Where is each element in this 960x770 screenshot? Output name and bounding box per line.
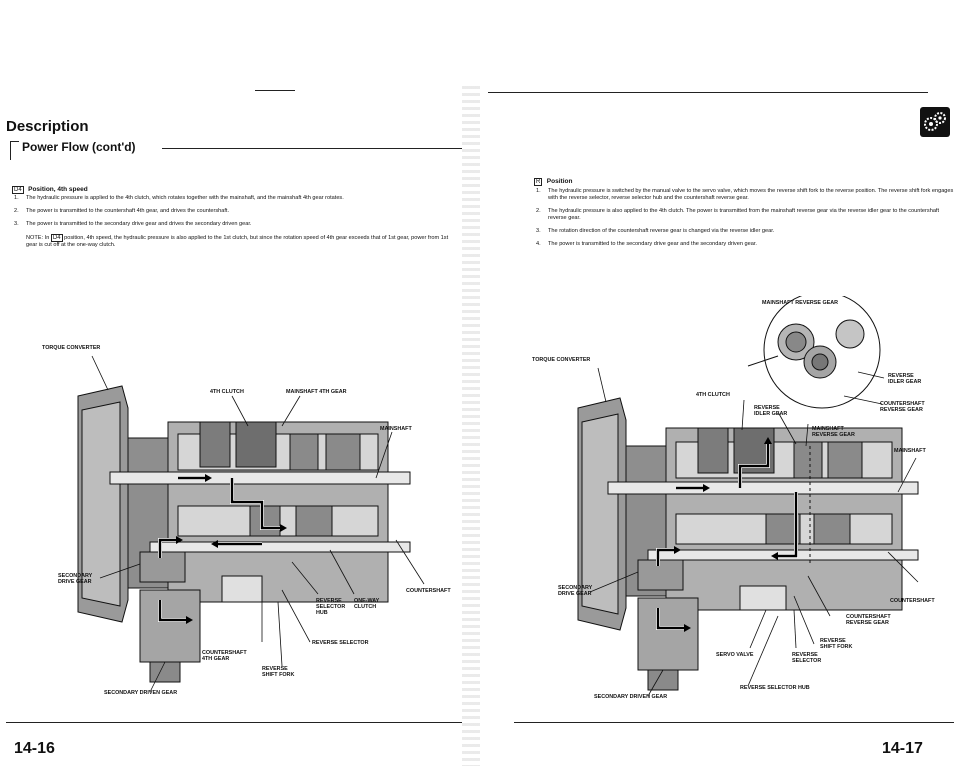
gears-icon	[924, 112, 946, 131]
list-item: 1. The hydraulic pressure is switched by…	[536, 188, 954, 201]
list-item: 3. The rotation direction of the counter…	[536, 228, 775, 234]
label-reverse-idler-gear: REVERSE IDLER GEAR	[754, 405, 788, 417]
label-secondary-driven-gear: SECONDARY DRIVEN GEAR	[594, 694, 668, 700]
section-tab	[920, 107, 950, 137]
label-mainshaft: MAINSHAFT	[894, 448, 926, 454]
label-mainshaft-reverse-gear: MAINSHAFT REVERSE GEAR	[762, 300, 839, 306]
section-title: Description	[6, 118, 89, 135]
list-item: 3. The power is transmitted to the secon…	[14, 221, 252, 227]
label-countershaft-reverse-gear-top: COUNTERSHAFT REVERSE GEAR	[880, 401, 925, 413]
label-reverse-shift-fork: REVERSE SHIFT FORK	[820, 638, 853, 650]
subtitle-bracket	[10, 141, 19, 160]
label-secondary-drive-gear: SECONDARY DRIVE GEAR	[58, 573, 93, 585]
label-reverse-selector: REVERSE SELECTOR	[312, 640, 369, 646]
label-torque-converter: TORQUE CONVERTER	[42, 345, 101, 351]
section-subtitle: Power Flow (cont'd)	[22, 140, 136, 154]
label-countershaft: COUNTERSHAFT	[406, 588, 451, 594]
label-reverse-shift-fork: REVERSE SHIFT FORK	[262, 666, 295, 678]
position-heading: D4 Position, 4th speed	[12, 178, 457, 196]
step-list: 1. The hydraulic pressure is switched by…	[536, 188, 954, 248]
label-countershaft-4th-gear: COUNTERSHAFT 4TH GEAR	[202, 650, 247, 662]
position-badge: R	[534, 178, 543, 186]
label-torque-converter: TORQUE CONVERTER	[532, 357, 591, 363]
note-badge: D4	[50, 234, 63, 242]
top-rule	[488, 92, 928, 93]
top-mark	[255, 90, 295, 91]
label-servo-valve: SERVO VALVE	[716, 652, 754, 658]
label-4th-clutch: 4TH CLUTCH	[696, 392, 730, 398]
bottom-rule	[514, 722, 954, 723]
position-heading-text: Position	[546, 178, 573, 185]
list-item: 4. The power is transmitted to the secon…	[536, 241, 757, 247]
label-reverse-idler-gear-top: REVERSE IDLER GEAR	[888, 373, 922, 385]
label-secondary-driven-gear: SECONDARY DRIVEN GEAR	[104, 690, 178, 696]
list-item: 2. The hydraulic pressure is also applie…	[536, 208, 940, 221]
subtitle-rule	[162, 148, 462, 149]
label-reverse-selector-hub: REVERSE SELECTOR HUB	[316, 598, 346, 616]
label-reverse-selector: REVERSE SELECTOR	[792, 652, 822, 664]
label-secondary-drive-gear: SECONDARY DRIVE GEAR	[558, 585, 593, 597]
page-number-left: 14-16	[14, 740, 55, 757]
bottom-rule	[6, 722, 462, 723]
left-page: Description Power Flow (cont'd) D4 Posit…	[0, 0, 470, 770]
list-item: 1. The hydraulic pressure is applied to …	[14, 195, 344, 201]
step-list: 1. The hydraulic pressure is applied to …	[14, 195, 459, 249]
label-one-way-clutch: ONE-WAY CLUTCH	[354, 598, 380, 610]
label-countershaft-reverse-gear: COUNTERSHAFT REVERSE GEAR	[846, 614, 891, 626]
label-reverse-selector-hub: REVERSE SELECTOR HUB	[740, 685, 810, 691]
label-mainshaft-4th-gear: MAINSHAFT 4TH GEAR	[286, 389, 347, 395]
position-heading-text: Position, 4th speed	[28, 186, 88, 193]
label-4th-clutch: 4TH CLUTCH	[210, 389, 244, 395]
page-number-right: 14-17	[882, 740, 923, 757]
label-countershaft: COUNTERSHAFT	[890, 598, 935, 604]
right-page: R Position 1. The hydraulic pressure is …	[478, 0, 960, 770]
note: NOTE: In D4 position, 4th speed, the hyd…	[26, 234, 449, 248]
transmission-diagram-reverse	[577, 296, 919, 697]
position-badge: D4	[12, 186, 24, 194]
transmission-diagram-4th	[77, 355, 425, 693]
label-mainshaft-reverse-gear-mid: MAINSHAFT REVERSE GEAR	[812, 426, 855, 438]
position-heading: R Position	[534, 170, 572, 188]
label-mainshaft: MAINSHAFT	[380, 426, 412, 432]
list-item: 2. The power is transmitted to the count…	[14, 208, 230, 214]
binding-gutter	[462, 86, 480, 766]
